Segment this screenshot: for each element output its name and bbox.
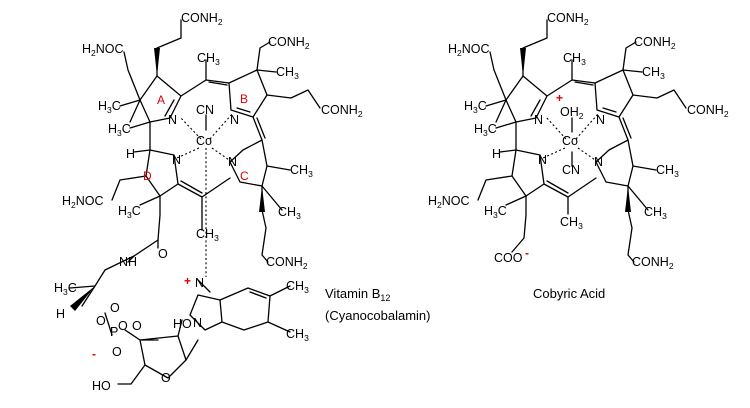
h3c-label: H3C (484, 204, 507, 220)
vitamin-b12-ring-labels: A B C D (143, 92, 249, 183)
ch3-label: CH3 (286, 279, 309, 295)
ch3-label: CH3 (197, 51, 220, 67)
hydrogen-label: H (126, 147, 135, 161)
h3c-label: H3C (108, 122, 131, 138)
conh2-label: CONH2 (181, 11, 223, 27)
ch3-label: CH3 (276, 65, 299, 81)
hydrogen-label: H (56, 307, 65, 321)
cobalt-label: Co (196, 134, 212, 148)
h3c-label: H3C (474, 122, 497, 138)
cyano-label: CN (196, 103, 214, 117)
ch3-label: CH3 (290, 163, 313, 179)
hydroxyl-label: HO (173, 317, 192, 331)
vitamin-b12-bonds (69, 19, 321, 385)
conh2-label: CONH2 (268, 35, 310, 51)
h2noc-label: H2NOC (62, 194, 104, 210)
ch3-label: CH3 (560, 215, 583, 231)
nitrogen-label: N (228, 155, 237, 169)
ring-label-a: A (157, 93, 165, 107)
h3c-label: H3C (98, 99, 121, 115)
ch3-label: CH3 (563, 51, 586, 67)
negative-charge: - (92, 347, 96, 361)
cobyric-acid-bonds (477, 19, 687, 263)
carboxylate-label: COO (494, 251, 523, 265)
vitamin-b12-structure: CONH2 CONH2 CONH2 CONH2 H2NOC H2NOC CH3 … (54, 11, 363, 393)
oxygen-label: O (110, 301, 120, 315)
nitrogen-label: N (596, 113, 605, 127)
h2noc-label: H2NOC (82, 42, 124, 58)
conh2-label: CONH2 (687, 103, 729, 119)
aqua-label: OH2 (560, 105, 584, 121)
conh2-label: CONH2 (266, 255, 308, 271)
vitamin-b12-alt-caption: (Cyanocobalamin) (325, 308, 431, 323)
hydroxyl-label: HO (92, 379, 111, 393)
vitamin-b12-atom-labels: CONH2 CONH2 CONH2 CONH2 H2NOC H2NOC CH3 … (54, 11, 363, 393)
ring-label-c: C (240, 169, 249, 183)
oxygen-label: O (158, 247, 168, 261)
h2noc-label: H2NOC (448, 42, 490, 58)
oxygen-label: O (112, 345, 122, 359)
positive-charge: + (184, 274, 191, 288)
nitrogen-label: N (193, 316, 202, 330)
ch3-label: CH3 (286, 327, 309, 343)
negative-charge: - (525, 246, 529, 260)
phosphorus-label: P (110, 325, 118, 339)
cobalt-label: Co (562, 134, 578, 148)
vitamin-b12-charges: + - (92, 274, 191, 361)
cobyric-acid-caption: Cobyric Acid (533, 286, 605, 301)
nitrogen-label: N (538, 153, 547, 167)
cyano-label: CN (562, 163, 580, 177)
oxygen-label: O (96, 314, 106, 328)
cobyric-acid-structure: CONH2 CONH2 CONH2 CONH2 H2NOC H2NOC CH3 … (428, 11, 729, 271)
ch3-label: CH3 (278, 205, 301, 221)
cobyric-acid-charges: + - (525, 91, 563, 260)
h2noc-label: H2NOC (428, 194, 470, 210)
conh2-label: CONH2 (321, 103, 363, 119)
ch3-label: CH3 (644, 205, 667, 221)
conh2-label: CONH2 (547, 11, 589, 27)
oxygen-label: O (118, 319, 128, 333)
amide-nh-label: NH (119, 255, 137, 269)
ch3-label: CH3 (196, 227, 219, 243)
vitamin-b12-caption: Vitamin B12 (325, 286, 390, 303)
ch3-label: CH3 (656, 163, 679, 179)
nitrogen-label: N (594, 155, 603, 169)
h3c-label: H3C (118, 204, 141, 220)
nitrogen-label: N (534, 113, 543, 127)
positive-charge: + (556, 91, 563, 105)
nitrogen-label: N (230, 113, 239, 127)
conh2-label: CONH2 (634, 35, 676, 51)
h3c-label: H3C (464, 99, 487, 115)
nitrogen-label: N (195, 276, 204, 290)
oxygen-label: O (132, 319, 142, 333)
hydrogen-label: H (492, 147, 501, 161)
ring-label-d: D (143, 169, 152, 183)
nitrogen-label: N (168, 113, 177, 127)
h3c-label: H3C (54, 281, 77, 297)
conh2-label: CONH2 (632, 255, 674, 271)
cobyric-acid-atom-labels: CONH2 CONH2 CONH2 CONH2 H2NOC H2NOC CH3 … (428, 11, 729, 271)
ring-label-b: B (240, 92, 248, 106)
nitrogen-label: N (172, 153, 181, 167)
oxygen-label: O (161, 371, 171, 385)
ch3-label: CH3 (642, 65, 665, 81)
